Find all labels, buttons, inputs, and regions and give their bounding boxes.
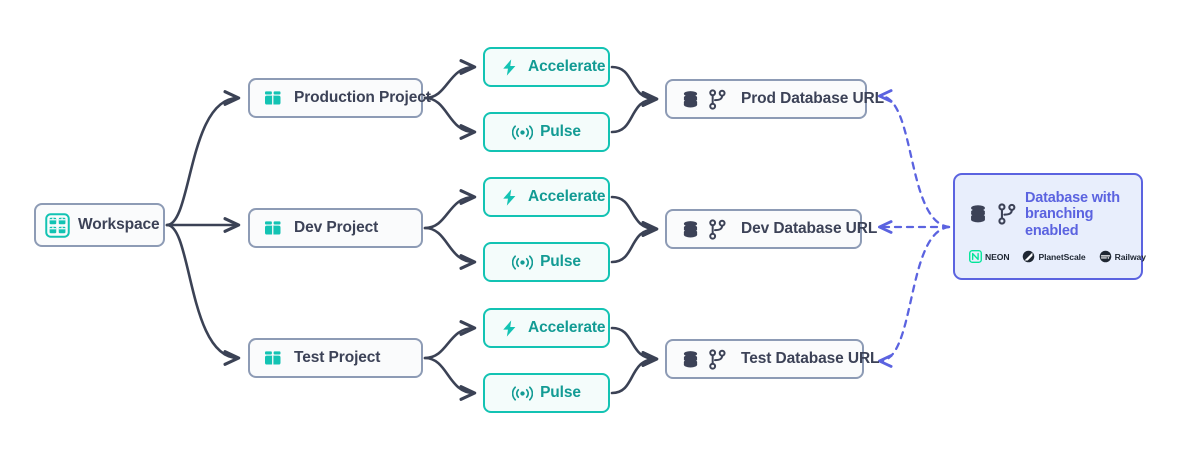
project-label: Production Project [294, 89, 431, 106]
product-label: Accelerate [528, 188, 606, 205]
dburl-label: Test Database URL [741, 350, 880, 367]
callout-header: Database with branching enabled [967, 190, 1129, 240]
node-pulse[interactable]: Pulse [483, 373, 610, 413]
callout-to-dburl-dashed-edges [880, 96, 951, 361]
railway-logo-icon [1099, 250, 1112, 263]
briefcase-icon [263, 88, 283, 108]
database-icon [680, 219, 701, 240]
branch-icon [708, 218, 727, 240]
provider-logos: NEON PlanetScale [967, 250, 1146, 264]
project-label: Test Project [294, 349, 381, 366]
briefcase-icon [263, 218, 283, 238]
provider-planetscale: PlanetScale [1022, 250, 1086, 263]
project-to-product-edges [423, 67, 474, 393]
workspace-grid-icon [45, 212, 70, 238]
product-label: Pulse [540, 123, 581, 140]
dburl-label: Dev Database URL [741, 220, 878, 237]
branch-icon [708, 348, 727, 370]
callout-title: Database with branching enabled [1025, 190, 1129, 240]
node-dev-project[interactable]: Dev Project [248, 208, 423, 248]
project-label: Dev Project [294, 219, 379, 236]
neon-logo-icon [969, 250, 982, 264]
workspace-to-projects-edges [165, 98, 238, 358]
signal-waves-icon [512, 123, 534, 142]
product-label: Accelerate [528, 319, 606, 336]
lightning-bolt-icon [500, 188, 519, 207]
provider-railway: Railway [1099, 250, 1146, 263]
node-test-project[interactable]: Test Project [248, 338, 423, 378]
briefcase-icon [263, 348, 283, 368]
callout-title-line1: Database with [1025, 189, 1120, 206]
node-accelerate[interactable]: Accelerate [483, 177, 610, 217]
signal-waves-icon [512, 384, 534, 403]
provider-name: Railway [1114, 251, 1146, 262]
node-production-project[interactable]: Production Project [248, 78, 431, 118]
database-icon [680, 89, 701, 110]
node-pulse[interactable]: Pulse [483, 112, 610, 152]
node-accelerate[interactable]: Accelerate [483, 308, 610, 348]
node-workspace[interactable]: Workspace [34, 203, 165, 247]
planetscale-logo-icon [1022, 250, 1035, 263]
provider-neon: NEON [969, 250, 1010, 264]
workspace-label: Workspace [78, 216, 160, 233]
database-icon [967, 203, 989, 225]
node-test-database-url[interactable]: Test Database URL [665, 339, 880, 379]
provider-name: PlanetScale [1038, 251, 1086, 262]
lightning-bolt-icon [500, 319, 519, 338]
branch-icon [708, 88, 727, 110]
provider-name: NEON [985, 251, 1010, 262]
product-label: Pulse [540, 253, 581, 270]
node-prod-database-url[interactable]: Prod Database URL [665, 79, 884, 119]
database-icon [680, 349, 701, 370]
signal-waves-icon [512, 253, 534, 272]
node-dev-database-url[interactable]: Dev Database URL [665, 209, 877, 249]
dburl-label: Prod Database URL [741, 90, 884, 107]
node-pulse[interactable]: Pulse [483, 242, 610, 282]
product-label: Pulse [540, 384, 581, 401]
callout-title-line2: branching enabled [1025, 206, 1094, 239]
branch-icon [997, 203, 1017, 226]
lightning-bolt-icon [500, 58, 519, 77]
node-accelerate[interactable]: Accelerate [483, 47, 610, 87]
callout-database-with-branching[interactable]: Database with branching enabled NEON [953, 173, 1146, 280]
product-label: Accelerate [528, 58, 606, 75]
product-to-dburl-edges [610, 65, 656, 395]
